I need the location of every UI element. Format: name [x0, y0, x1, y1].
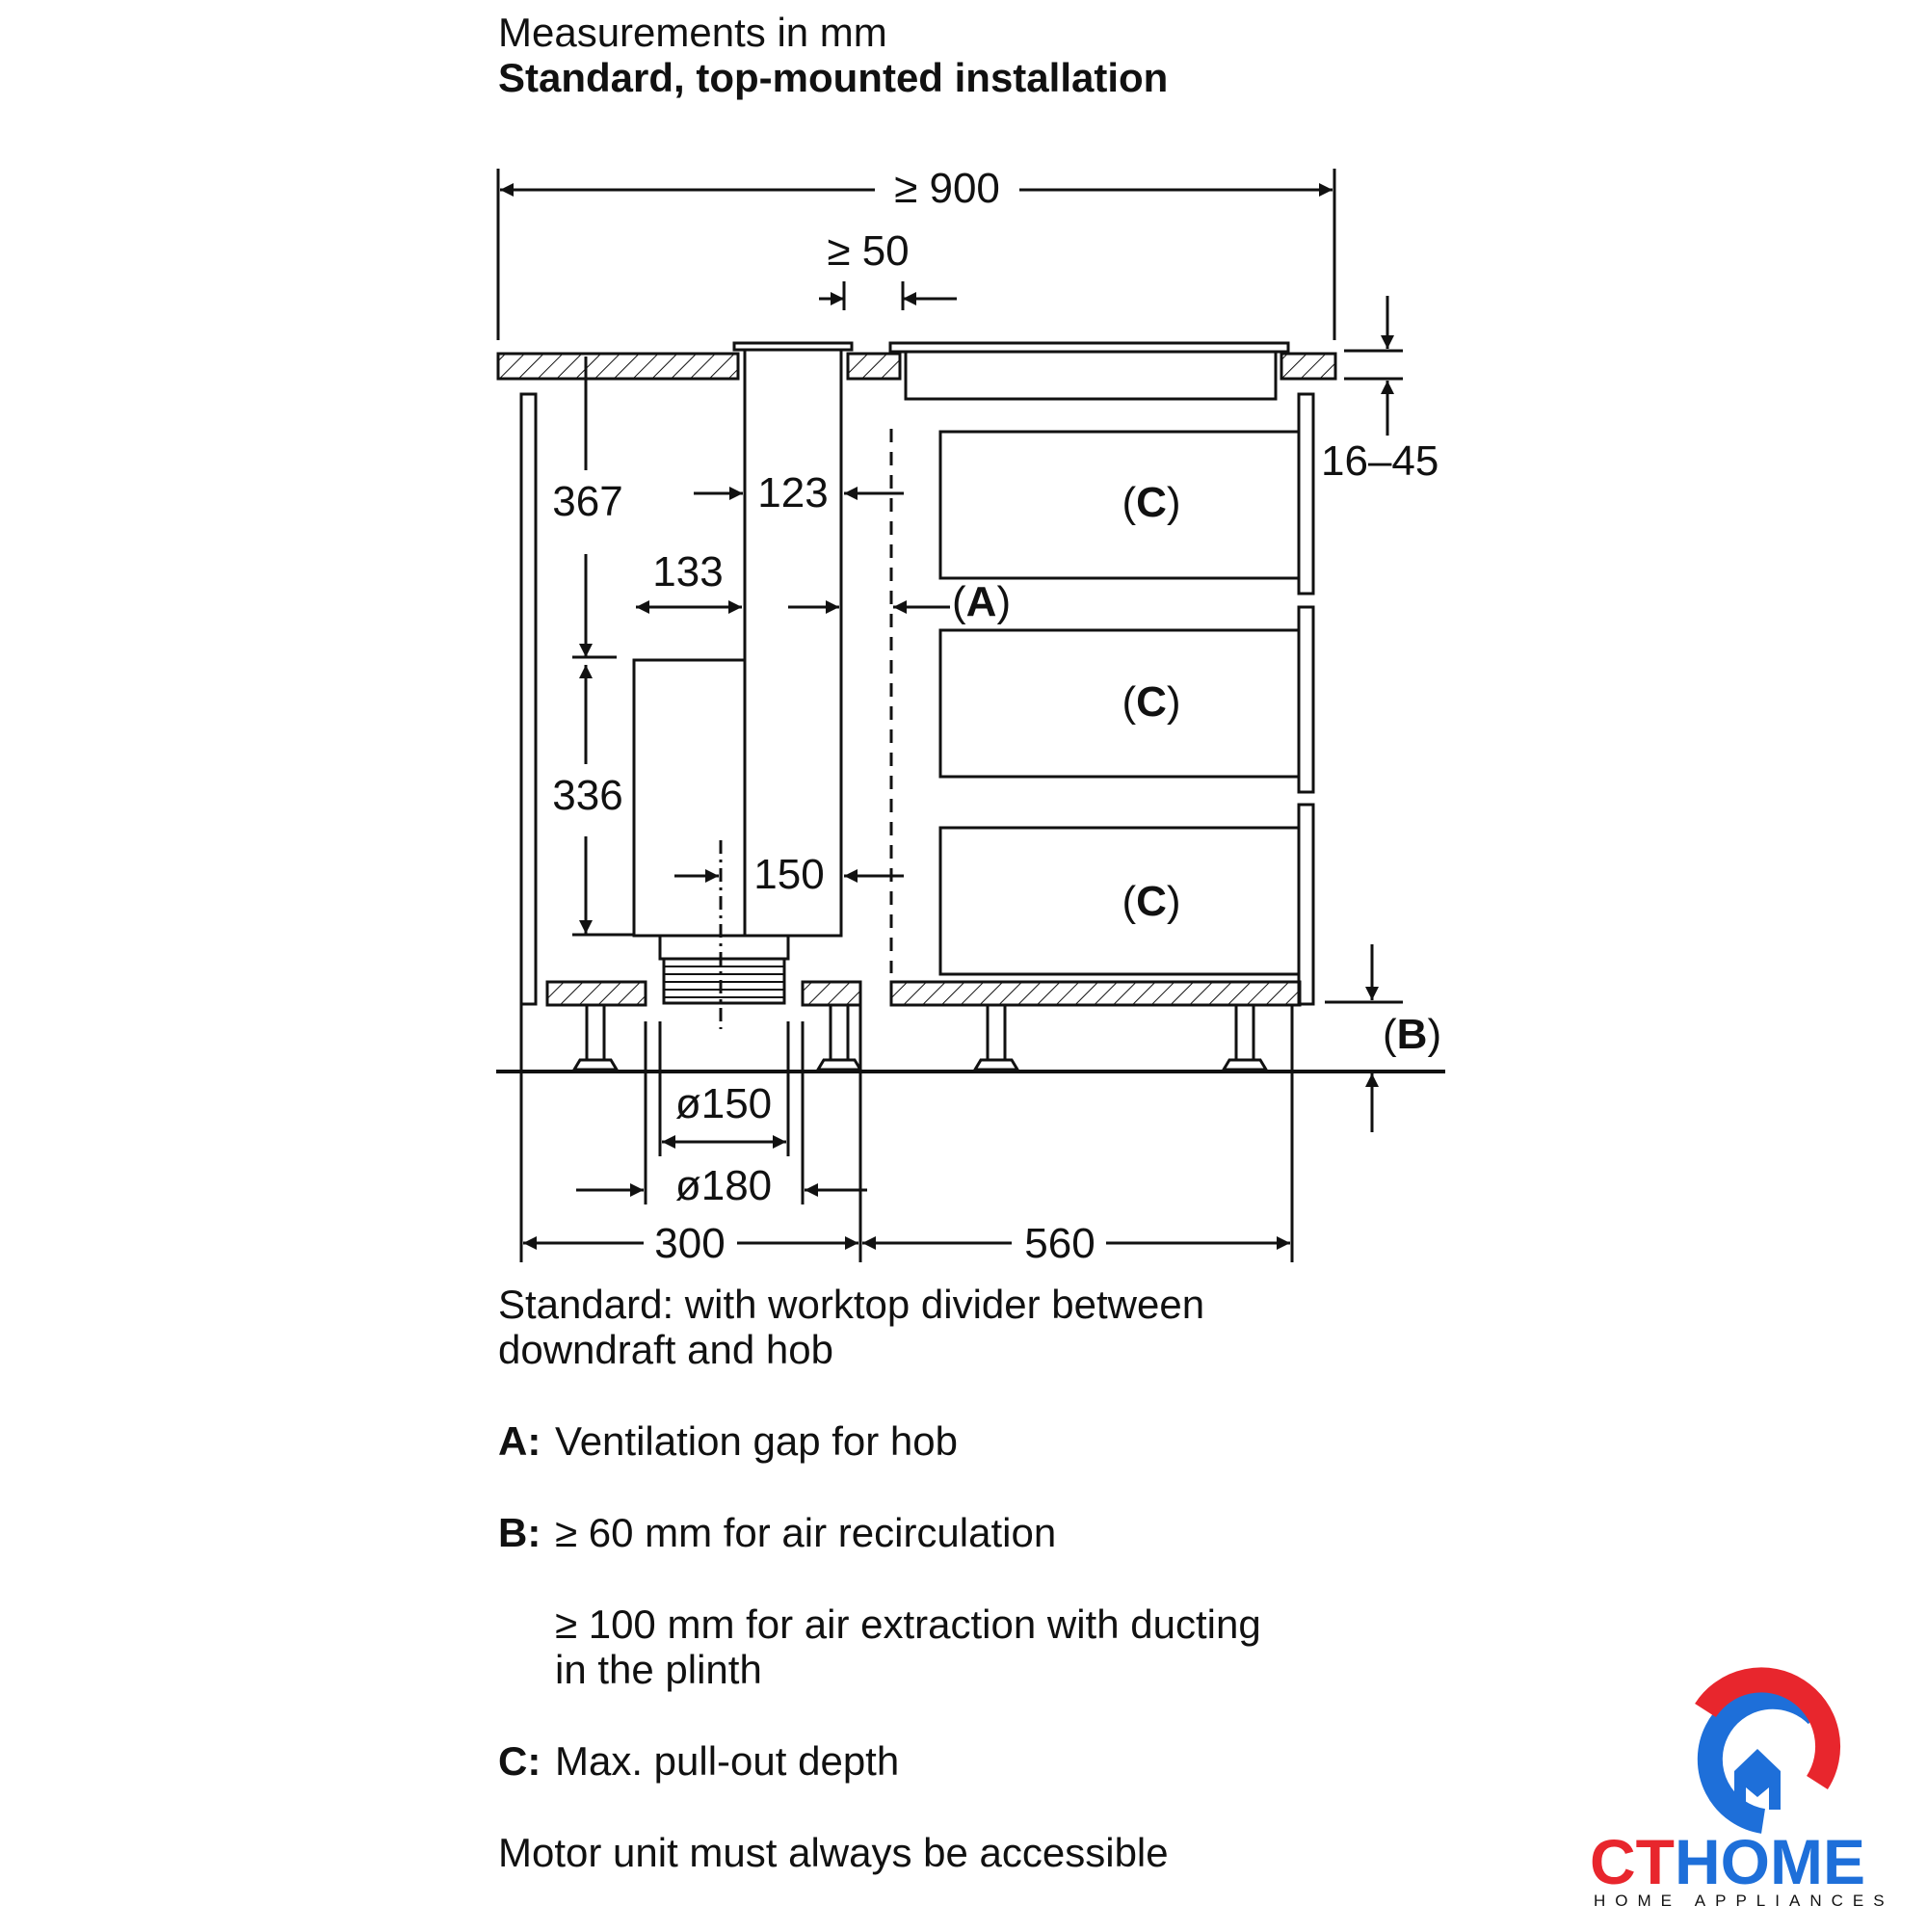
dim-label-height-lower: 336 — [552, 772, 622, 819]
worktop-left — [496, 352, 740, 381]
svg-text:CTHOME: CTHOME — [1590, 1826, 1865, 1897]
leg-3-foot — [972, 1058, 1020, 1072]
legend-text-c: Max. pull-out depth — [555, 1738, 899, 1784]
motor-unit — [632, 658, 747, 938]
svg-text:(C): (C) — [1122, 678, 1180, 726]
ventilation-label: (A) — [952, 578, 1011, 625]
note-standard-line1: Standard: with worktop divider between — [498, 1282, 1204, 1327]
leg-2 — [829, 1003, 850, 1062]
dim-label-dia-inner: ø150 — [675, 1080, 772, 1127]
drawer-front-top — [1297, 392, 1315, 595]
leg-3 — [986, 1003, 1007, 1062]
logo-text-ct: CT — [1590, 1826, 1675, 1897]
dim-label-total-width: ≥ 900 — [894, 165, 1000, 212]
drawer-bottom — [938, 826, 1302, 976]
dim-label-gap: ≥ 50 — [827, 227, 909, 275]
logo-text-home: HOME — [1675, 1826, 1865, 1897]
header-line2: Standard, top-mounted installation — [498, 55, 1168, 100]
dim-label-height-upper: 367 — [552, 478, 622, 525]
legend-text-b2-line2: in the plinth — [555, 1647, 762, 1692]
header-line1: Measurements in mm — [498, 10, 887, 55]
leg-1 — [585, 1003, 606, 1062]
hob-body — [904, 350, 1278, 401]
cabinet-side-panel-left — [519, 392, 538, 1006]
svg-text:(A): (A) — [952, 578, 1011, 625]
leg-1-foot — [571, 1058, 620, 1072]
drawer-top — [938, 430, 1302, 580]
leg-4-foot — [1221, 1058, 1269, 1072]
dim-label-duct-depth-top: 123 — [757, 469, 828, 516]
dim-label-dia-outer: ø180 — [675, 1162, 772, 1209]
drawer-front-bottom — [1297, 803, 1315, 1006]
drawer-middle — [938, 628, 1302, 779]
note-footer: Motor unit must always be accessible — [498, 1830, 1169, 1875]
dim-label-cabinet-left: 300 — [654, 1220, 725, 1267]
drawer-label-middle: (C) — [1122, 678, 1180, 726]
drawer-front-middle — [1297, 605, 1315, 794]
base-right — [889, 980, 1302, 1007]
dim-label-motor-width: 133 — [652, 548, 723, 595]
dim-label-cabinet-right: 560 — [1024, 1220, 1095, 1267]
drawer-label-bottom: (C) — [1122, 878, 1180, 925]
logo-tagline: HOME APPLIANCES — [1594, 1892, 1894, 1910]
note-standard-line2: downdraft and hob — [498, 1327, 833, 1372]
svg-text:(C): (C) — [1122, 479, 1180, 526]
svg-text:(C): (C) — [1122, 878, 1180, 925]
legend-key-b: B: — [498, 1510, 541, 1555]
legend-text-b: ≥ 60 mm for air recirculation — [555, 1510, 1056, 1555]
logo-ring-red — [1695, 1667, 1841, 1790]
plinth-label: (B) — [1383, 1011, 1441, 1058]
dim-label-worktop-thickness: 16–45 — [1321, 437, 1439, 485]
downdraft-duct — [743, 348, 843, 938]
legend-key-a: A: — [498, 1418, 541, 1464]
motor-outlet-collar — [658, 934, 790, 961]
legend-text-b2-line1: ≥ 100 mm for air extraction with ducting — [555, 1601, 1261, 1647]
worktop-right — [1280, 352, 1337, 381]
drawer-label-top: (C) — [1122, 479, 1180, 526]
base-left — [545, 980, 647, 1007]
dim-label-duct-depth-bottom: 150 — [753, 851, 824, 898]
base-middle — [801, 980, 862, 1007]
leg-2-foot — [815, 1058, 863, 1072]
legend-text-a: Ventilation gap for hob — [555, 1418, 958, 1464]
legend-key-c: C: — [498, 1738, 541, 1784]
cthome-logo: CTHOME HOME APPLIANCES — [1590, 1667, 1894, 1910]
logo-house-icon — [1734, 1749, 1781, 1810]
svg-text:(B): (B) — [1383, 1011, 1441, 1058]
worktop-divider — [846, 352, 902, 381]
leg-4 — [1234, 1003, 1255, 1062]
